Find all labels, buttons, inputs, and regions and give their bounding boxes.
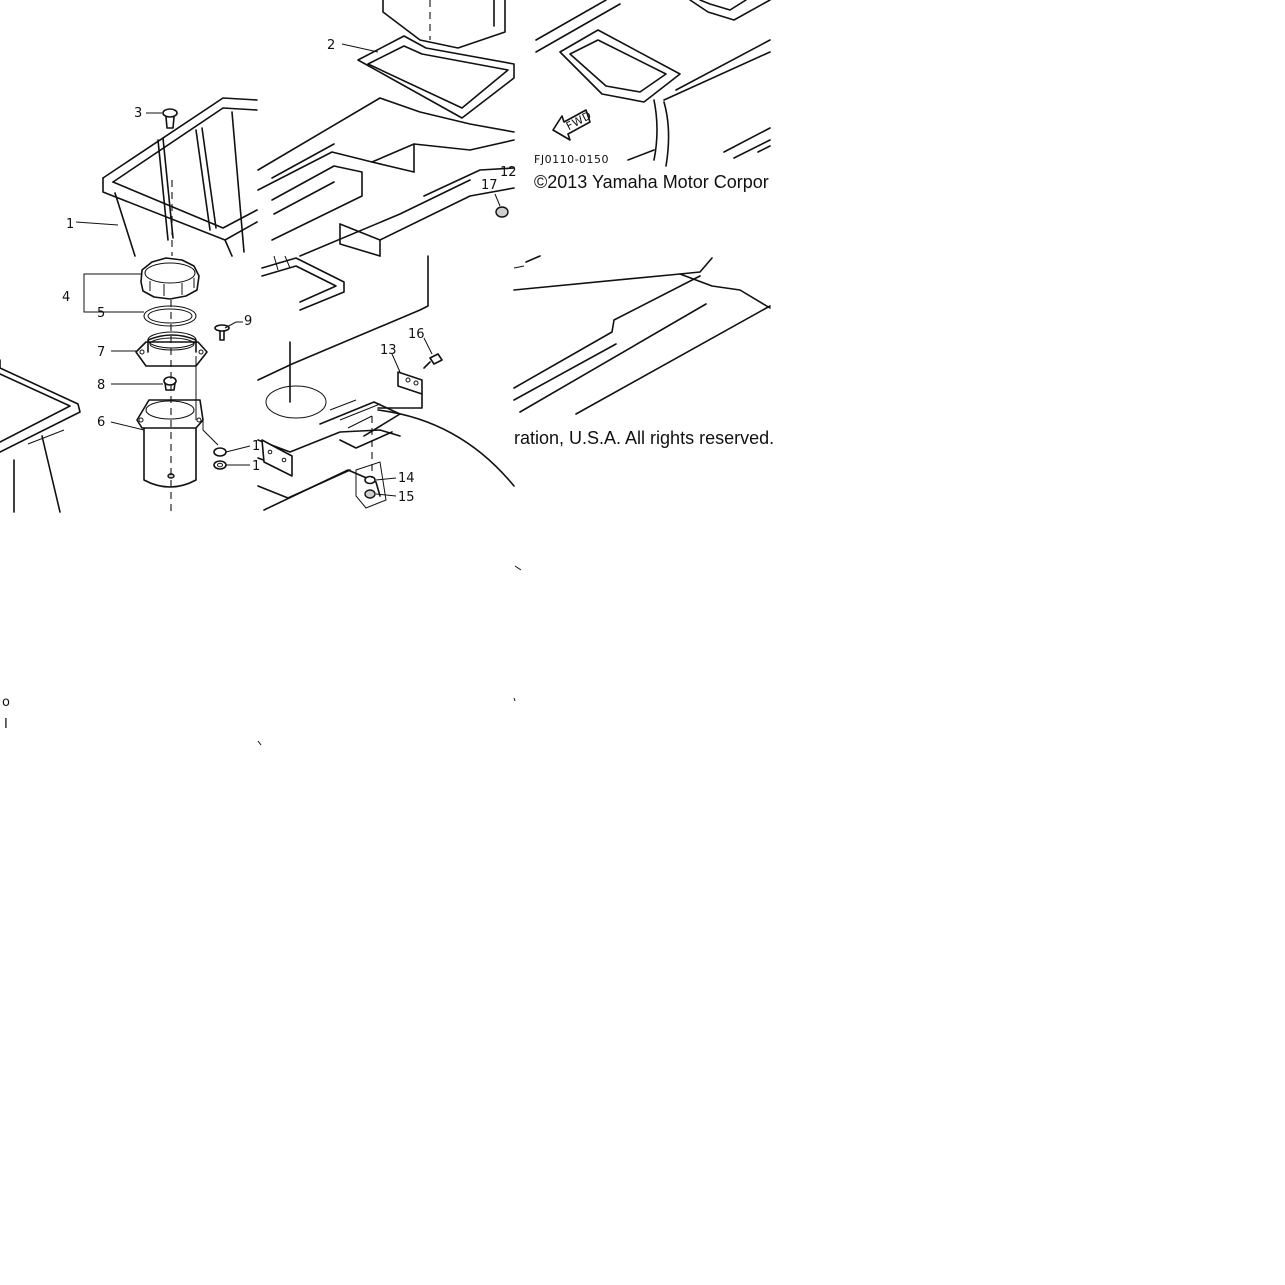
callout-5: 5 (97, 306, 105, 321)
rivet-part (146, 108, 178, 129)
nut-part (355, 461, 387, 509)
o-ring-part (143, 305, 197, 327)
tile-hull-top: 2 17 12 (257, 0, 517, 257)
bolt-16-part (423, 337, 443, 369)
bracket-13-part (377, 371, 423, 409)
callout-10-partial: 1 (252, 439, 260, 454)
partial-box-left (0, 359, 81, 513)
grommet-part (163, 376, 177, 391)
callout-o-fragment: o (2, 695, 10, 710)
callout-8: 8 (97, 378, 105, 393)
storage-box-part (102, 97, 258, 257)
tile-storage-box: 3 1 4 5 7 8 6 9 1 1 (0, 97, 260, 513)
callout-7: 7 (97, 345, 105, 360)
callout-13: 13 (380, 343, 397, 358)
callout-16: 16 (408, 327, 425, 342)
cap-part (140, 257, 200, 300)
callout-12-partial: 12 (500, 165, 517, 180)
callout-3: 3 (134, 106, 142, 121)
callout-17: 17 (481, 178, 498, 193)
tile-deck-bottom: ration, U.S.A. All rights reserved. (513, 255, 774, 448)
figure-code: FJ0110-0150 (534, 153, 609, 166)
copyright-text-1: ©2013 Yamaha Motor Corpor (534, 172, 769, 192)
screw-part (214, 324, 230, 341)
callout-14: 14 (398, 471, 415, 486)
fwd-arrow-icon: FWD (552, 109, 594, 141)
callout-1: 1 (66, 217, 74, 232)
tile-deck-top: FWD FJ0110-0150 ©2013 Yamaha Motor Corpo… (534, 0, 771, 192)
callout-i-fragment: I (4, 717, 8, 732)
gasket-part (357, 35, 515, 119)
bracket-part (261, 439, 293, 477)
stray-fragments: o I (2, 565, 522, 746)
bolt-part (494, 193, 509, 218)
copyright-text-2: ration, U.S.A. All rights reserved. (514, 428, 774, 448)
callout-2: 2 (327, 38, 335, 53)
callout-11-partial: 1 (252, 459, 260, 474)
tile-hull-bottom: 16 13 14 15 (257, 255, 515, 511)
washer-part (213, 447, 227, 470)
callout-6: 6 (97, 415, 105, 430)
callout-15: 15 (398, 490, 415, 505)
callout-9: 9 (244, 314, 252, 329)
callout-4: 4 (62, 290, 70, 305)
housing-part (136, 399, 204, 488)
fwd-label: FWD (564, 109, 594, 133)
